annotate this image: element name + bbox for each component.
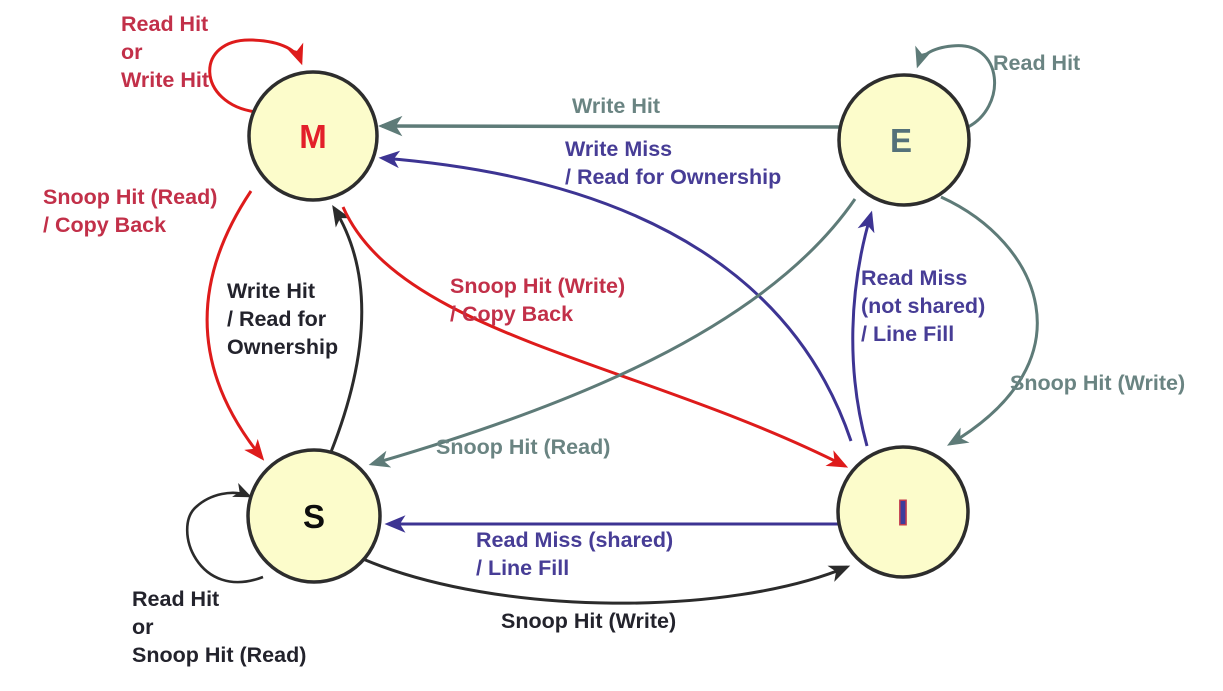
label-e-self-read-hit: Read Hit bbox=[993, 51, 1081, 75]
transition-m-to-i-arrow bbox=[341, 206, 849, 468]
state-label-i: I bbox=[898, 494, 907, 531]
transition-m-self-loop-arrow bbox=[208, 38, 304, 114]
label-s-self-read-hit-or-snoop-hit-read: Read Hit or Snoop Hit (Read) bbox=[132, 587, 307, 667]
label-m-to-i-snoop-hit-write-copy-back: Snoop Hit (Write) / Copy Back bbox=[450, 274, 626, 326]
transition-i-to-e-arrow bbox=[851, 210, 875, 447]
label-s-to-m-write-hit-rfo: Write Hit / Read for Ownership bbox=[227, 279, 339, 359]
label-i-to-e-read-miss-not-shared: Read Miss (not shared) / Line Fill bbox=[861, 266, 986, 346]
label-m-self-read-or-write-hit: Read Hit or Write Hit bbox=[121, 12, 209, 92]
state-label-s: S bbox=[303, 498, 325, 535]
transition-e-to-m-arrow bbox=[377, 115, 841, 137]
transition-i-to-m-arrow bbox=[378, 150, 853, 442]
state-node-exclusive bbox=[837, 73, 971, 207]
transition-e-to-s-arrow bbox=[368, 198, 857, 468]
transition-e-to-i-arrow bbox=[940, 195, 1039, 446]
label-e-to-i-snoop-hit-write: Snoop Hit (Write) bbox=[1010, 371, 1186, 395]
state-node-invalid bbox=[836, 445, 970, 579]
transition-m-to-s-arrow bbox=[205, 190, 265, 461]
label-m-to-s-snoop-hit-read-copy-back: Snoop Hit (Read) / Copy Back bbox=[43, 185, 218, 237]
label-i-to-s-read-miss-shared: Read Miss (shared) / Line Fill bbox=[476, 528, 674, 580]
transition-s-self-loop-arrow bbox=[186, 482, 264, 584]
state-label-m: M bbox=[299, 118, 327, 155]
transition-e-self-loop-arrow bbox=[915, 44, 997, 130]
state-node-modified bbox=[247, 70, 379, 202]
state-node-shared bbox=[246, 448, 382, 584]
label-i-to-m-write-miss-rfo: Write Miss / Read for Ownership bbox=[565, 137, 782, 189]
transition-s-to-i-arrow bbox=[362, 557, 851, 605]
state-label-e: E bbox=[890, 122, 912, 159]
transition-s-to-m-arrow bbox=[329, 205, 364, 453]
label-e-to-m-write-hit: Write Hit bbox=[572, 94, 660, 118]
label-s-to-i-snoop-hit-write: Snoop Hit (Write) bbox=[501, 609, 677, 633]
label-e-to-s-snoop-hit-read: Snoop Hit (Read) bbox=[436, 435, 611, 459]
